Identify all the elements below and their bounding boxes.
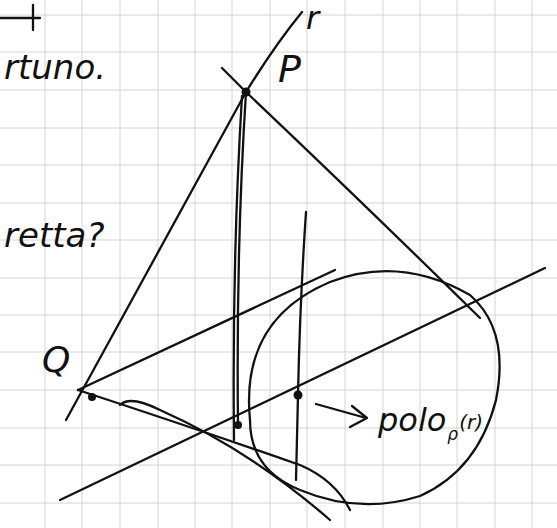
pole-label: polo bbox=[378, 404, 446, 436]
line-label: r bbox=[306, 2, 319, 34]
polar-line bbox=[234, 92, 246, 440]
pole-subscript: ρ bbox=[447, 426, 458, 443]
point-label: P bbox=[278, 50, 301, 88]
note-fragment: retta? bbox=[4, 218, 104, 252]
vertical-line bbox=[296, 212, 306, 480]
pole-argument: (r) bbox=[459, 412, 483, 432]
tangent-from-q-upper bbox=[78, 270, 335, 390]
points bbox=[88, 88, 303, 430]
tangent-from-q-lower bbox=[78, 390, 350, 510]
conic bbox=[249, 271, 500, 504]
scribble-fragment bbox=[0, 5, 40, 30]
leader-arrow bbox=[316, 404, 367, 427]
note-fragment: rtuno. bbox=[4, 50, 106, 84]
point-label: Q bbox=[42, 342, 70, 378]
